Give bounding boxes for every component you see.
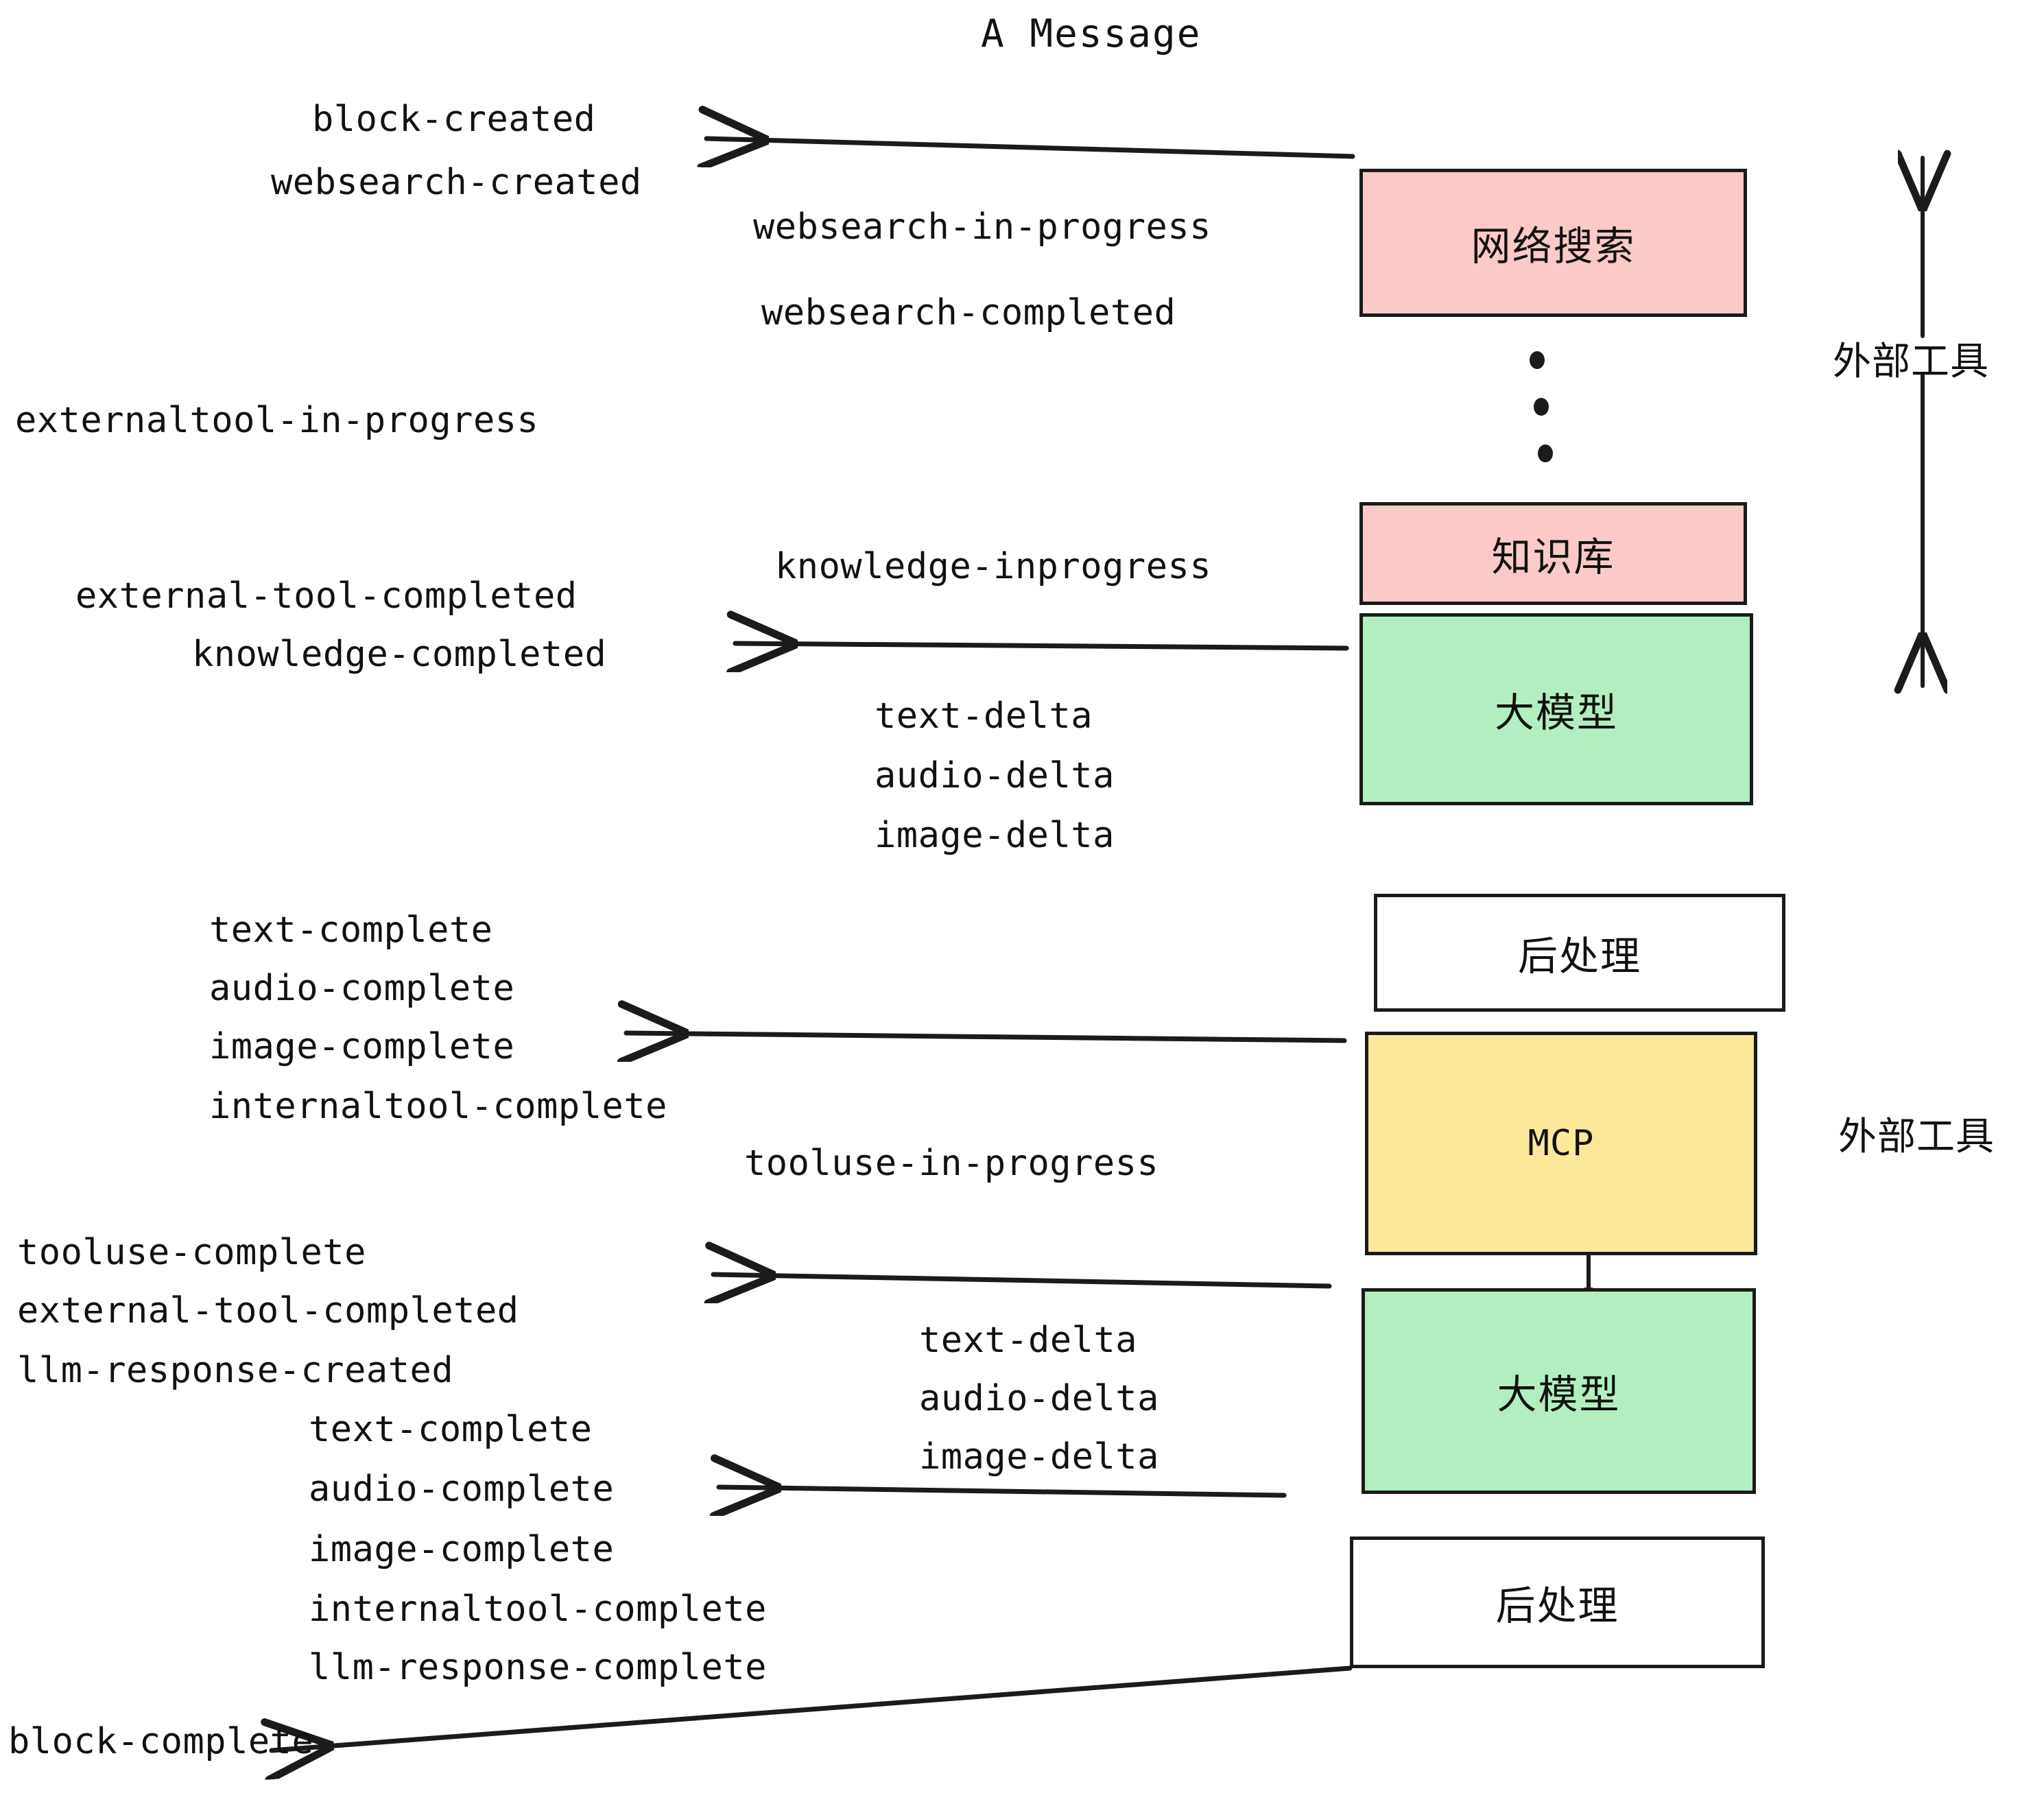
event-label-block-complete: block-complete xyxy=(8,1721,314,1762)
event-label-tooluse-complete: tooluse-complete xyxy=(17,1232,366,1273)
node-label: 网络搜索 xyxy=(1471,223,1636,270)
arrow-block-created xyxy=(706,139,1355,156)
node-mcp: MCP xyxy=(1365,1032,1757,1255)
event-label-websearch-completed: websearch-completed xyxy=(761,292,1176,333)
event-label-llm-response-created: llm-response-created xyxy=(17,1350,454,1391)
arrow-image-complete xyxy=(626,1033,1347,1041)
event-label-audio-complete-2: audio-complete xyxy=(309,1469,615,1510)
event-label-knowledge-inprogress: knowledge-inprogress xyxy=(775,546,1212,587)
event-label-externaltool-in-progress: externaltool-in-progress xyxy=(15,400,539,441)
event-label-text-delta-2: text-delta xyxy=(919,1320,1138,1361)
arrow-tooluse-complete xyxy=(713,1274,1332,1286)
node-postprocess-2: 后处理 xyxy=(1350,1536,1765,1668)
event-label-block-created: block-created xyxy=(312,99,596,140)
side-label-external-tools-top: 外部工具 xyxy=(1833,340,1989,384)
event-label-audio-delta-1: audio-delta xyxy=(875,755,1115,796)
event-label-external-tool-completed-1: external-tool-completed xyxy=(75,575,578,617)
event-label-websearch-in-progress: websearch-in-progress xyxy=(753,206,1211,248)
event-label-internaltool-complete-2: internaltool-complete xyxy=(309,1589,767,1630)
ellipsis-dot-3 xyxy=(1538,444,1553,462)
event-label-tooluse-in-progress: tooluse-in-progress xyxy=(744,1143,1159,1184)
event-label-image-complete-1: image-complete xyxy=(209,1026,515,1067)
event-label-text-complete-2: text-complete xyxy=(309,1409,593,1450)
node-llm-2: 大模型 xyxy=(1362,1288,1756,1494)
event-label-llm-response-complete: llm-response-complete xyxy=(309,1647,767,1688)
node-label: 后处理 xyxy=(1495,1582,1619,1629)
node-knowledge: 知识库 xyxy=(1359,502,1747,605)
event-label-image-complete-2: image-complete xyxy=(309,1529,615,1570)
node-llm-1: 大模型 xyxy=(1359,613,1753,805)
event-label-external-tool-completed-2: external-tool-completed xyxy=(17,1290,519,1331)
node-postprocess-1: 后处理 xyxy=(1374,894,1785,1012)
node-label: MCP xyxy=(1528,1123,1595,1164)
event-label-audio-complete-1: audio-complete xyxy=(209,968,515,1009)
arrow-knowledge-completed xyxy=(735,643,1349,648)
side-label-external-tools-bottom: 外部工具 xyxy=(1838,1115,1995,1159)
node-label: 后处理 xyxy=(1517,933,1641,980)
event-label-text-delta-1: text-delta xyxy=(875,696,1093,737)
node-label: 大模型 xyxy=(1494,689,1618,736)
event-label-knowledge-completed: knowledge-completed xyxy=(192,634,607,675)
ellipsis-dot-2 xyxy=(1534,398,1549,416)
event-label-websearch-created: websearch-created xyxy=(271,162,642,203)
event-label-image-delta-1: image-delta xyxy=(875,815,1115,856)
event-label-internaltool-complete-1: internaltool-complete xyxy=(209,1086,667,1127)
event-label-audio-delta-2: audio-delta xyxy=(919,1378,1159,1419)
node-label: 知识库 xyxy=(1491,534,1615,580)
node-label: 大模型 xyxy=(1497,1371,1621,1418)
node-websearch: 网络搜索 xyxy=(1359,169,1747,317)
ellipsis-dot-1 xyxy=(1530,351,1545,369)
event-label-text-complete-1: text-complete xyxy=(209,910,493,951)
event-label-image-delta-2: image-delta xyxy=(919,1436,1159,1477)
page-title: A Message xyxy=(981,12,1202,56)
arrow-audio-complete xyxy=(719,1487,1287,1495)
